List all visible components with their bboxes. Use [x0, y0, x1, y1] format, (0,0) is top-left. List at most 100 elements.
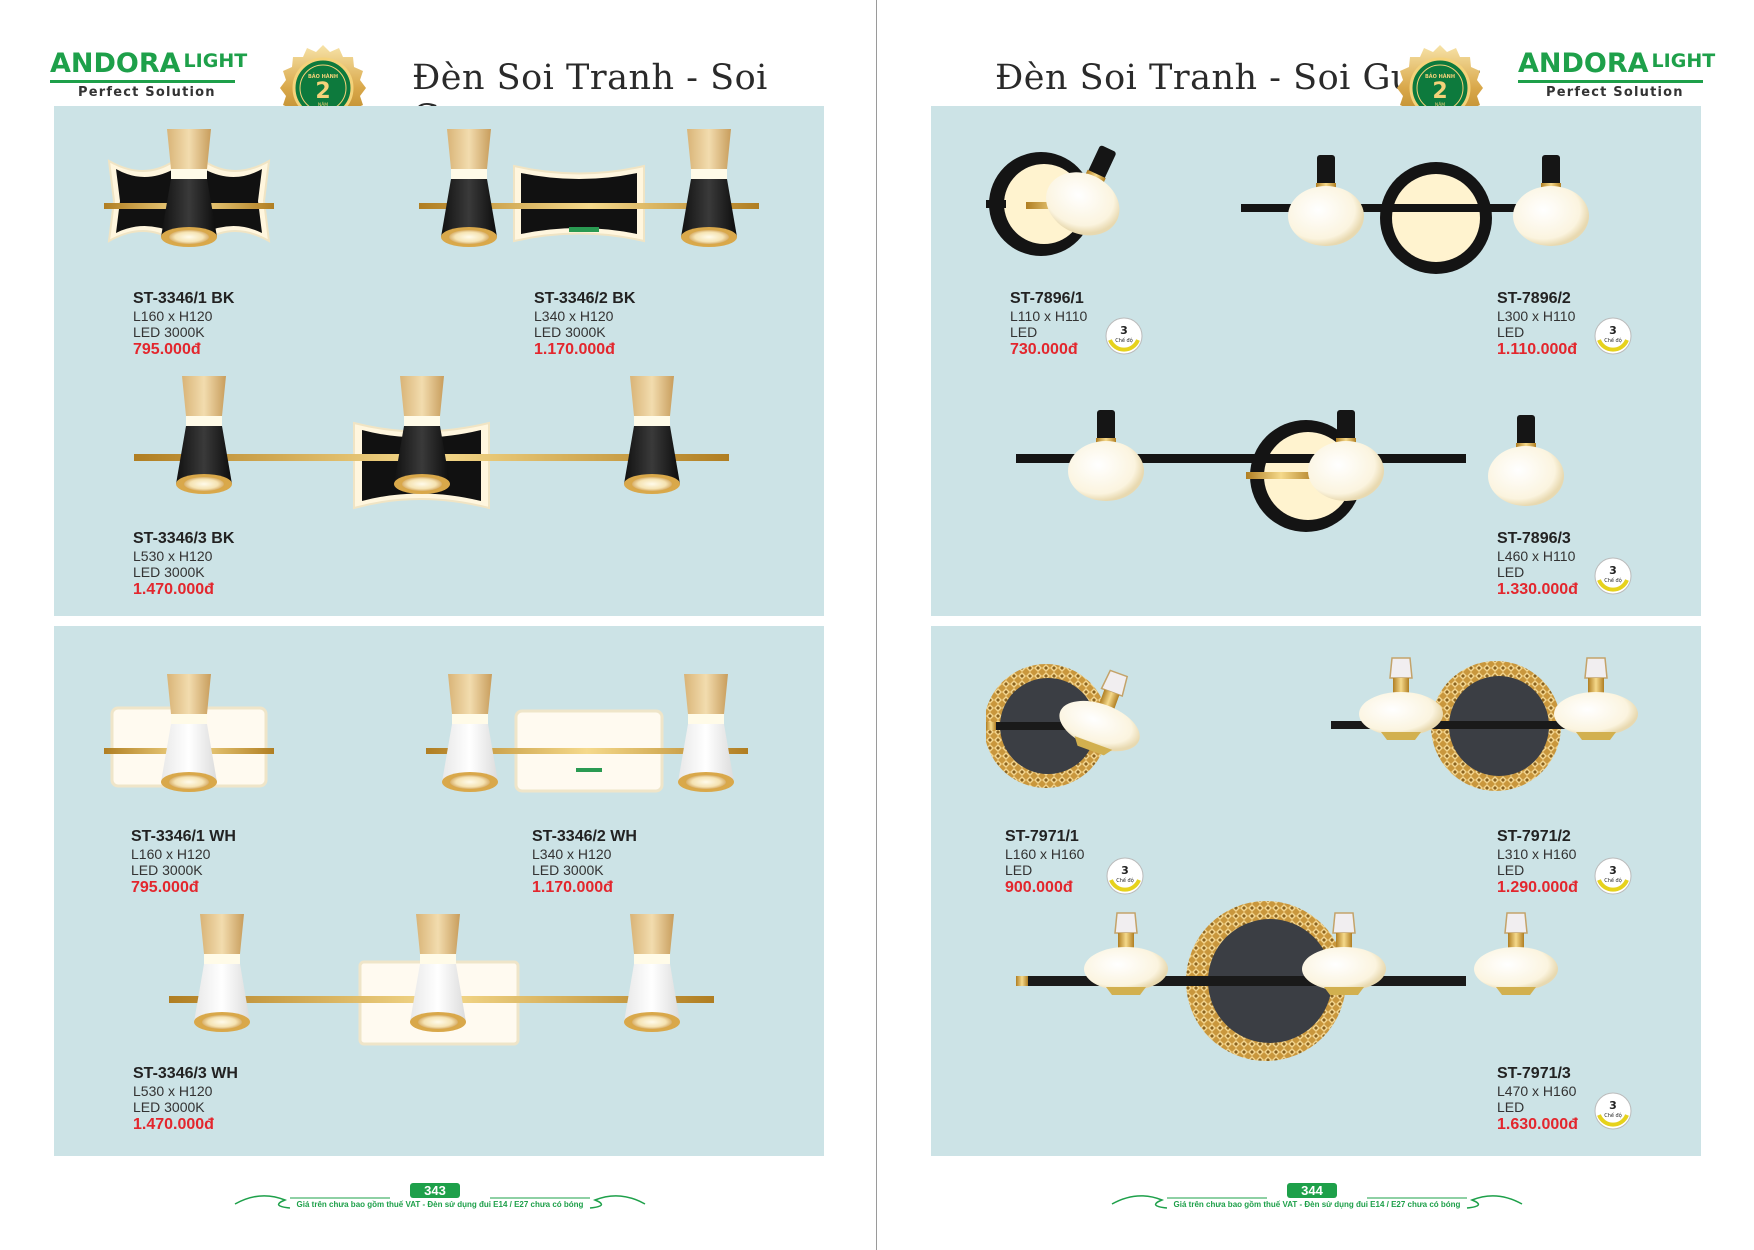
brand-underline: [1518, 80, 1703, 83]
product-code: ST-3346/2 BK: [534, 290, 636, 307]
product-size: L340 x H120: [534, 308, 614, 324]
product-code: ST-7971/1: [1005, 828, 1079, 845]
product-size: L460 x H110: [1497, 548, 1576, 564]
product-image-st-3346-2-wh: [426, 674, 748, 793]
product-image-st-7971-2: [1331, 657, 1639, 791]
footer-note: Giá trên chưa bao gồm thuế VAT - Đèn sử …: [296, 1200, 584, 1209]
product-price: 1.170.000đ: [532, 879, 613, 896]
product-info: ST-7971/1 L160 x H160 LED 900.000đ: [1005, 827, 1084, 897]
product-price: 795.000đ: [133, 341, 201, 358]
product-light: LED: [1497, 324, 1525, 340]
product-image-st-7896-1: [986, 134, 1143, 256]
product-size: L470 x H160: [1497, 1083, 1577, 1099]
product-price: 1.110.000đ: [1497, 341, 1578, 358]
product-size: L160 x H120: [133, 308, 213, 324]
footer-note: Giá trên chưa bao gồm thuế VAT - Đèn sử …: [1173, 1200, 1461, 1209]
three-mode-badge-icon: 3 Chế độ: [1594, 1092, 1632, 1130]
product-light: LED 3000K: [131, 862, 203, 878]
product-size: L310 x H160: [1497, 846, 1577, 862]
product-panel-st-7971: ST-7971/1 L160 x H160 LED 900.000đ 3 Chế…: [931, 626, 1701, 1156]
product-size: L160 x H120: [131, 846, 211, 862]
product-light: LED 3000K: [133, 1099, 205, 1115]
product-code: ST-3346/3 BK: [133, 530, 235, 547]
product-code: ST-3346/1 BK: [133, 290, 235, 307]
brand-light: LIGHT: [1651, 50, 1716, 72]
brand-light: LIGHT: [183, 50, 248, 72]
product-image-st-3346-1-bk: [104, 129, 274, 247]
page-footer: 344 Giá trên chưa bao gồm thuế VAT - Đèn…: [1107, 1180, 1527, 1216]
product-info: ST-7971/3 L470 x H160 LED 1.630.000đ: [1497, 1064, 1578, 1134]
three-mode-badge-icon: 3 Chế độ: [1594, 317, 1632, 355]
badge-number: 3: [1609, 324, 1617, 337]
badge-text: Chế độ: [1604, 337, 1622, 344]
product-light: LED 3000K: [534, 324, 606, 340]
seal-top-text: BẢO HÀNH: [308, 72, 338, 80]
brand-underline: [50, 80, 235, 83]
badge-number: 3: [1609, 864, 1617, 877]
product-image-st-3346-2-bk: [419, 129, 759, 247]
product-panel-black: ST-3346/1 BK L160 x H120 LED 3000K 795.0…: [54, 106, 824, 616]
product-image-st-3346-1-wh: [104, 674, 274, 792]
brand-tagline: Perfect Solution: [1546, 85, 1684, 100]
product-price: 1.330.000đ: [1497, 581, 1578, 598]
product-price: 1.470.000đ: [133, 1116, 214, 1133]
product-size: L110 x H110: [1010, 308, 1088, 324]
three-mode-badge-icon: 3 Chế độ: [1594, 857, 1632, 895]
product-info: ST-7896/2 L300 x H110 LED 1.110.000đ: [1497, 289, 1577, 359]
product-code: ST-7971/2: [1497, 828, 1571, 845]
product-size: L300 x H110: [1497, 308, 1576, 324]
product-info: ST-3346/3 BK L530 x H120 LED 3000K 1.470…: [133, 529, 234, 599]
product-info: ST-3346/1 BK L160 x H120 LED 3000K 795.0…: [133, 289, 234, 359]
product-code: ST-7896/3: [1497, 530, 1571, 547]
product-image-st-3346-3-bk: [134, 376, 729, 510]
badge-text: Chế độ: [1116, 877, 1134, 884]
product-light: LED: [1497, 862, 1525, 878]
product-light: LED: [1005, 862, 1033, 878]
three-mode-badge-icon: 3 Chế độ: [1105, 317, 1143, 355]
product-info: ST-7971/2 L310 x H160 LED 1.290.000đ: [1497, 827, 1578, 897]
product-light: LED 3000K: [133, 324, 205, 340]
seal-number: 2: [1432, 79, 1447, 104]
product-image-st-7896-3: [1016, 410, 1564, 532]
seal-number: 2: [315, 79, 330, 104]
product-code: ST-7896/1: [1010, 290, 1084, 307]
product-size: L530 x H120: [133, 548, 213, 564]
product-image-st-7971-1: [986, 658, 1159, 788]
product-panel-white: ST-3346/1 WH L160 x H120 LED 3000K 795.0…: [54, 626, 824, 1156]
badge-number: 3: [1609, 1099, 1617, 1112]
badge-number: 3: [1120, 324, 1128, 337]
product-info: ST-3346/1 WH L160 x H120 LED 3000K 795.0…: [131, 827, 236, 897]
badge-number: 3: [1609, 564, 1617, 577]
footer-ornament-icon: [234, 1195, 646, 1209]
product-price: 900.000đ: [1005, 879, 1073, 896]
product-light: LED: [1497, 564, 1525, 580]
product-panel-st-7896: ST-7896/1 L110 x H110 LED 730.000đ 3 Chế…: [931, 106, 1701, 616]
product-price: 795.000đ: [131, 879, 199, 896]
badge-text: Chế độ: [1604, 877, 1622, 884]
product-info: ST-7896/3 L460 x H110 LED 1.330.000đ: [1497, 529, 1578, 599]
badge-text: Chế độ: [1604, 577, 1622, 584]
product-image-st-7971-3: [1016, 901, 1559, 1061]
product-light: LED 3000K: [133, 564, 205, 580]
product-light: LED: [1497, 1099, 1525, 1115]
product-price: 1.170.000đ: [534, 341, 615, 358]
footer-ornament-icon: [1111, 1195, 1523, 1209]
badge-number: 3: [1121, 864, 1129, 877]
product-info: ST-3346/2 WH L340 x H120 LED 3000K 1.170…: [532, 827, 637, 897]
product-image-st-7896-2: [1241, 155, 1589, 274]
product-info: ST-3346/2 BK L340 x H120 LED 3000K 1.170…: [534, 289, 635, 359]
product-info: ST-3346/3 WH L530 x H120 LED 3000K 1.470…: [133, 1064, 238, 1134]
product-price: 1.630.000đ: [1497, 1116, 1578, 1133]
page-number: 343: [410, 1183, 460, 1198]
warranty-seal-icon: BẢO HÀNH 2 NĂM: [1397, 45, 1483, 131]
product-light: LED: [1010, 324, 1038, 340]
product-size: L340 x H120: [532, 846, 612, 862]
brand-name: ANDORA: [50, 48, 181, 79]
seal-bottom-text: NĂM: [1435, 101, 1445, 108]
product-light: LED 3000K: [532, 862, 604, 878]
product-price: 1.470.000đ: [133, 581, 214, 598]
product-info: ST-7896/1 L110 x H110 LED 730.000đ: [1010, 289, 1087, 359]
